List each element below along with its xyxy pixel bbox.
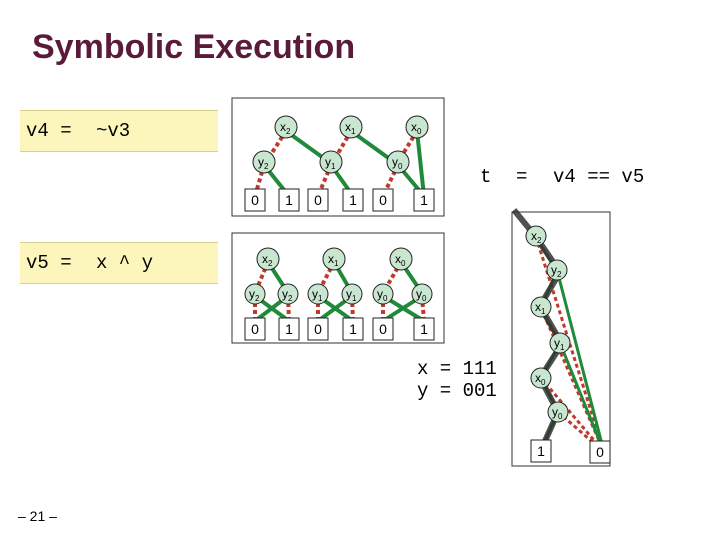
t-leaf-1: 1 — [530, 439, 552, 463]
svg-text:x1: x1 — [535, 300, 546, 316]
svg-text:0: 0 — [251, 321, 259, 337]
svg-text:y2: y2 — [249, 287, 260, 303]
v4-leaf-0: 0 — [244, 188, 266, 212]
v4-leaf-4: 0 — [372, 188, 394, 212]
svg-text:x2: x2 — [280, 120, 291, 136]
t-y1-node: y1 — [549, 332, 571, 354]
svg-text:y0: y0 — [416, 287, 427, 303]
t-x1-node: x1 — [530, 296, 552, 318]
svg-text:x0: x0 — [395, 252, 406, 268]
svg-text:y1: y1 — [312, 287, 323, 303]
v5-lhs: v5 = — [26, 252, 72, 274]
v4-y1-node: y1 — [319, 150, 343, 174]
t-leaf-0: 0 — [589, 440, 611, 464]
svg-text:y2: y2 — [258, 155, 269, 171]
slide-title: Symbolic Execution — [32, 28, 356, 66]
svg-text:0: 0 — [314, 192, 322, 208]
svg-text:1: 1 — [349, 192, 357, 208]
t-equals: = — [516, 166, 528, 188]
v5-leaf-0: 0 — [244, 317, 266, 341]
assignment-x: x = 111 — [417, 358, 497, 380]
svg-text:x2: x2 — [262, 252, 273, 268]
svg-text:y1: y1 — [325, 155, 336, 171]
v5-leaf-5: 1 — [413, 317, 435, 341]
v4-lhs: v4 = — [26, 120, 72, 142]
v5-x1-node: x1 — [322, 247, 346, 271]
v4-leaf-2: 0 — [307, 188, 329, 212]
v5-y1a-node: y1 — [307, 283, 329, 305]
t-x2-node: x2 — [525, 225, 547, 247]
t-y0-node: y0 — [547, 401, 569, 423]
v5-y2b-node: y2 — [277, 283, 299, 305]
v5-leaf-3: 1 — [342, 317, 364, 341]
t-rhs: v4 == v5 — [553, 166, 645, 188]
svg-text:0: 0 — [596, 444, 604, 460]
svg-text:1: 1 — [420, 321, 428, 337]
v5-y0a-node: y0 — [372, 283, 394, 305]
t-label: t — [480, 166, 492, 188]
svg-text:x2: x2 — [531, 229, 542, 245]
svg-text:0: 0 — [379, 321, 387, 337]
v5-y0b-node: y0 — [411, 283, 433, 305]
svg-text:y0: y0 — [377, 287, 388, 303]
v4-rhs: ~v3 — [96, 120, 131, 142]
svg-text:x0: x0 — [411, 120, 422, 136]
svg-text:y2: y2 — [551, 263, 562, 279]
v5-rhs: x ^ y — [96, 252, 154, 274]
svg-text:y2: y2 — [282, 287, 293, 303]
t-x0-node: x0 — [530, 367, 552, 389]
svg-text:x1: x1 — [328, 252, 339, 268]
svg-text:0: 0 — [251, 192, 259, 208]
svg-text:1: 1 — [537, 443, 545, 459]
v4-y2-node: y2 — [252, 150, 276, 174]
svg-text:y0: y0 — [552, 405, 563, 421]
v5-x0-node: x0 — [389, 247, 413, 271]
v4-y0-node: y0 — [386, 150, 410, 174]
v4-leaf-3: 1 — [342, 188, 364, 212]
svg-text:y0: y0 — [392, 155, 403, 171]
svg-text:1: 1 — [349, 321, 357, 337]
v4-leaf-1: 1 — [278, 188, 300, 212]
svg-text:y1: y1 — [554, 336, 565, 352]
page-number: – 21 – — [18, 508, 57, 524]
v4-equation-box — [20, 110, 218, 152]
svg-text:x1: x1 — [345, 120, 356, 136]
v4-x0-node: x0 — [405, 115, 429, 139]
v5-equation-box — [20, 242, 218, 284]
v4-leaf-5: 1 — [413, 188, 435, 212]
v5-leaf-4: 0 — [372, 317, 394, 341]
t-y2-node: y2 — [546, 259, 568, 281]
svg-text:y1: y1 — [346, 287, 357, 303]
svg-text:0: 0 — [379, 192, 387, 208]
v5-y2a-node: y2 — [244, 283, 266, 305]
v4-x1-node: x1 — [339, 115, 363, 139]
svg-text:x0: x0 — [535, 371, 546, 387]
svg-text:1: 1 — [285, 321, 293, 337]
v4-x2-node: x2 — [274, 115, 298, 139]
v5-x2-node: x2 — [256, 247, 280, 271]
v5-leaf-1: 1 — [278, 317, 300, 341]
v5-y1b-node: y1 — [341, 283, 363, 305]
svg-text:1: 1 — [420, 192, 428, 208]
svg-text:1: 1 — [285, 192, 293, 208]
v5-leaf-2: 0 — [307, 317, 329, 341]
assignment-y: y = 001 — [417, 380, 497, 402]
svg-text:0: 0 — [314, 321, 322, 337]
